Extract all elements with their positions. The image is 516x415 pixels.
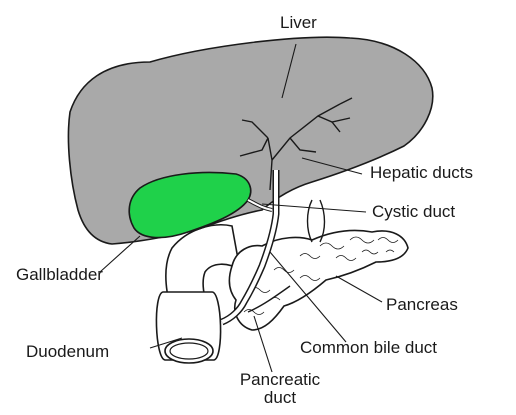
label-gallbladder: Gallbladder (16, 266, 103, 284)
vessel-loop (308, 200, 325, 242)
label-common-bile-duct: Common bile duct (300, 339, 437, 357)
label-pancreas: Pancreas (386, 296, 458, 314)
label-liver: Liver (280, 14, 317, 32)
label-hepatic-ducts: Hepatic ducts (370, 164, 473, 182)
label-cystic-duct: Cystic duct (372, 203, 455, 221)
label-pancreatic-duct-line2: duct (230, 389, 330, 407)
leader-pancreas (336, 276, 382, 302)
label-duodenum: Duodenum (26, 343, 109, 361)
label-pancreatic-duct-line1: Pancreatic (230, 371, 330, 389)
